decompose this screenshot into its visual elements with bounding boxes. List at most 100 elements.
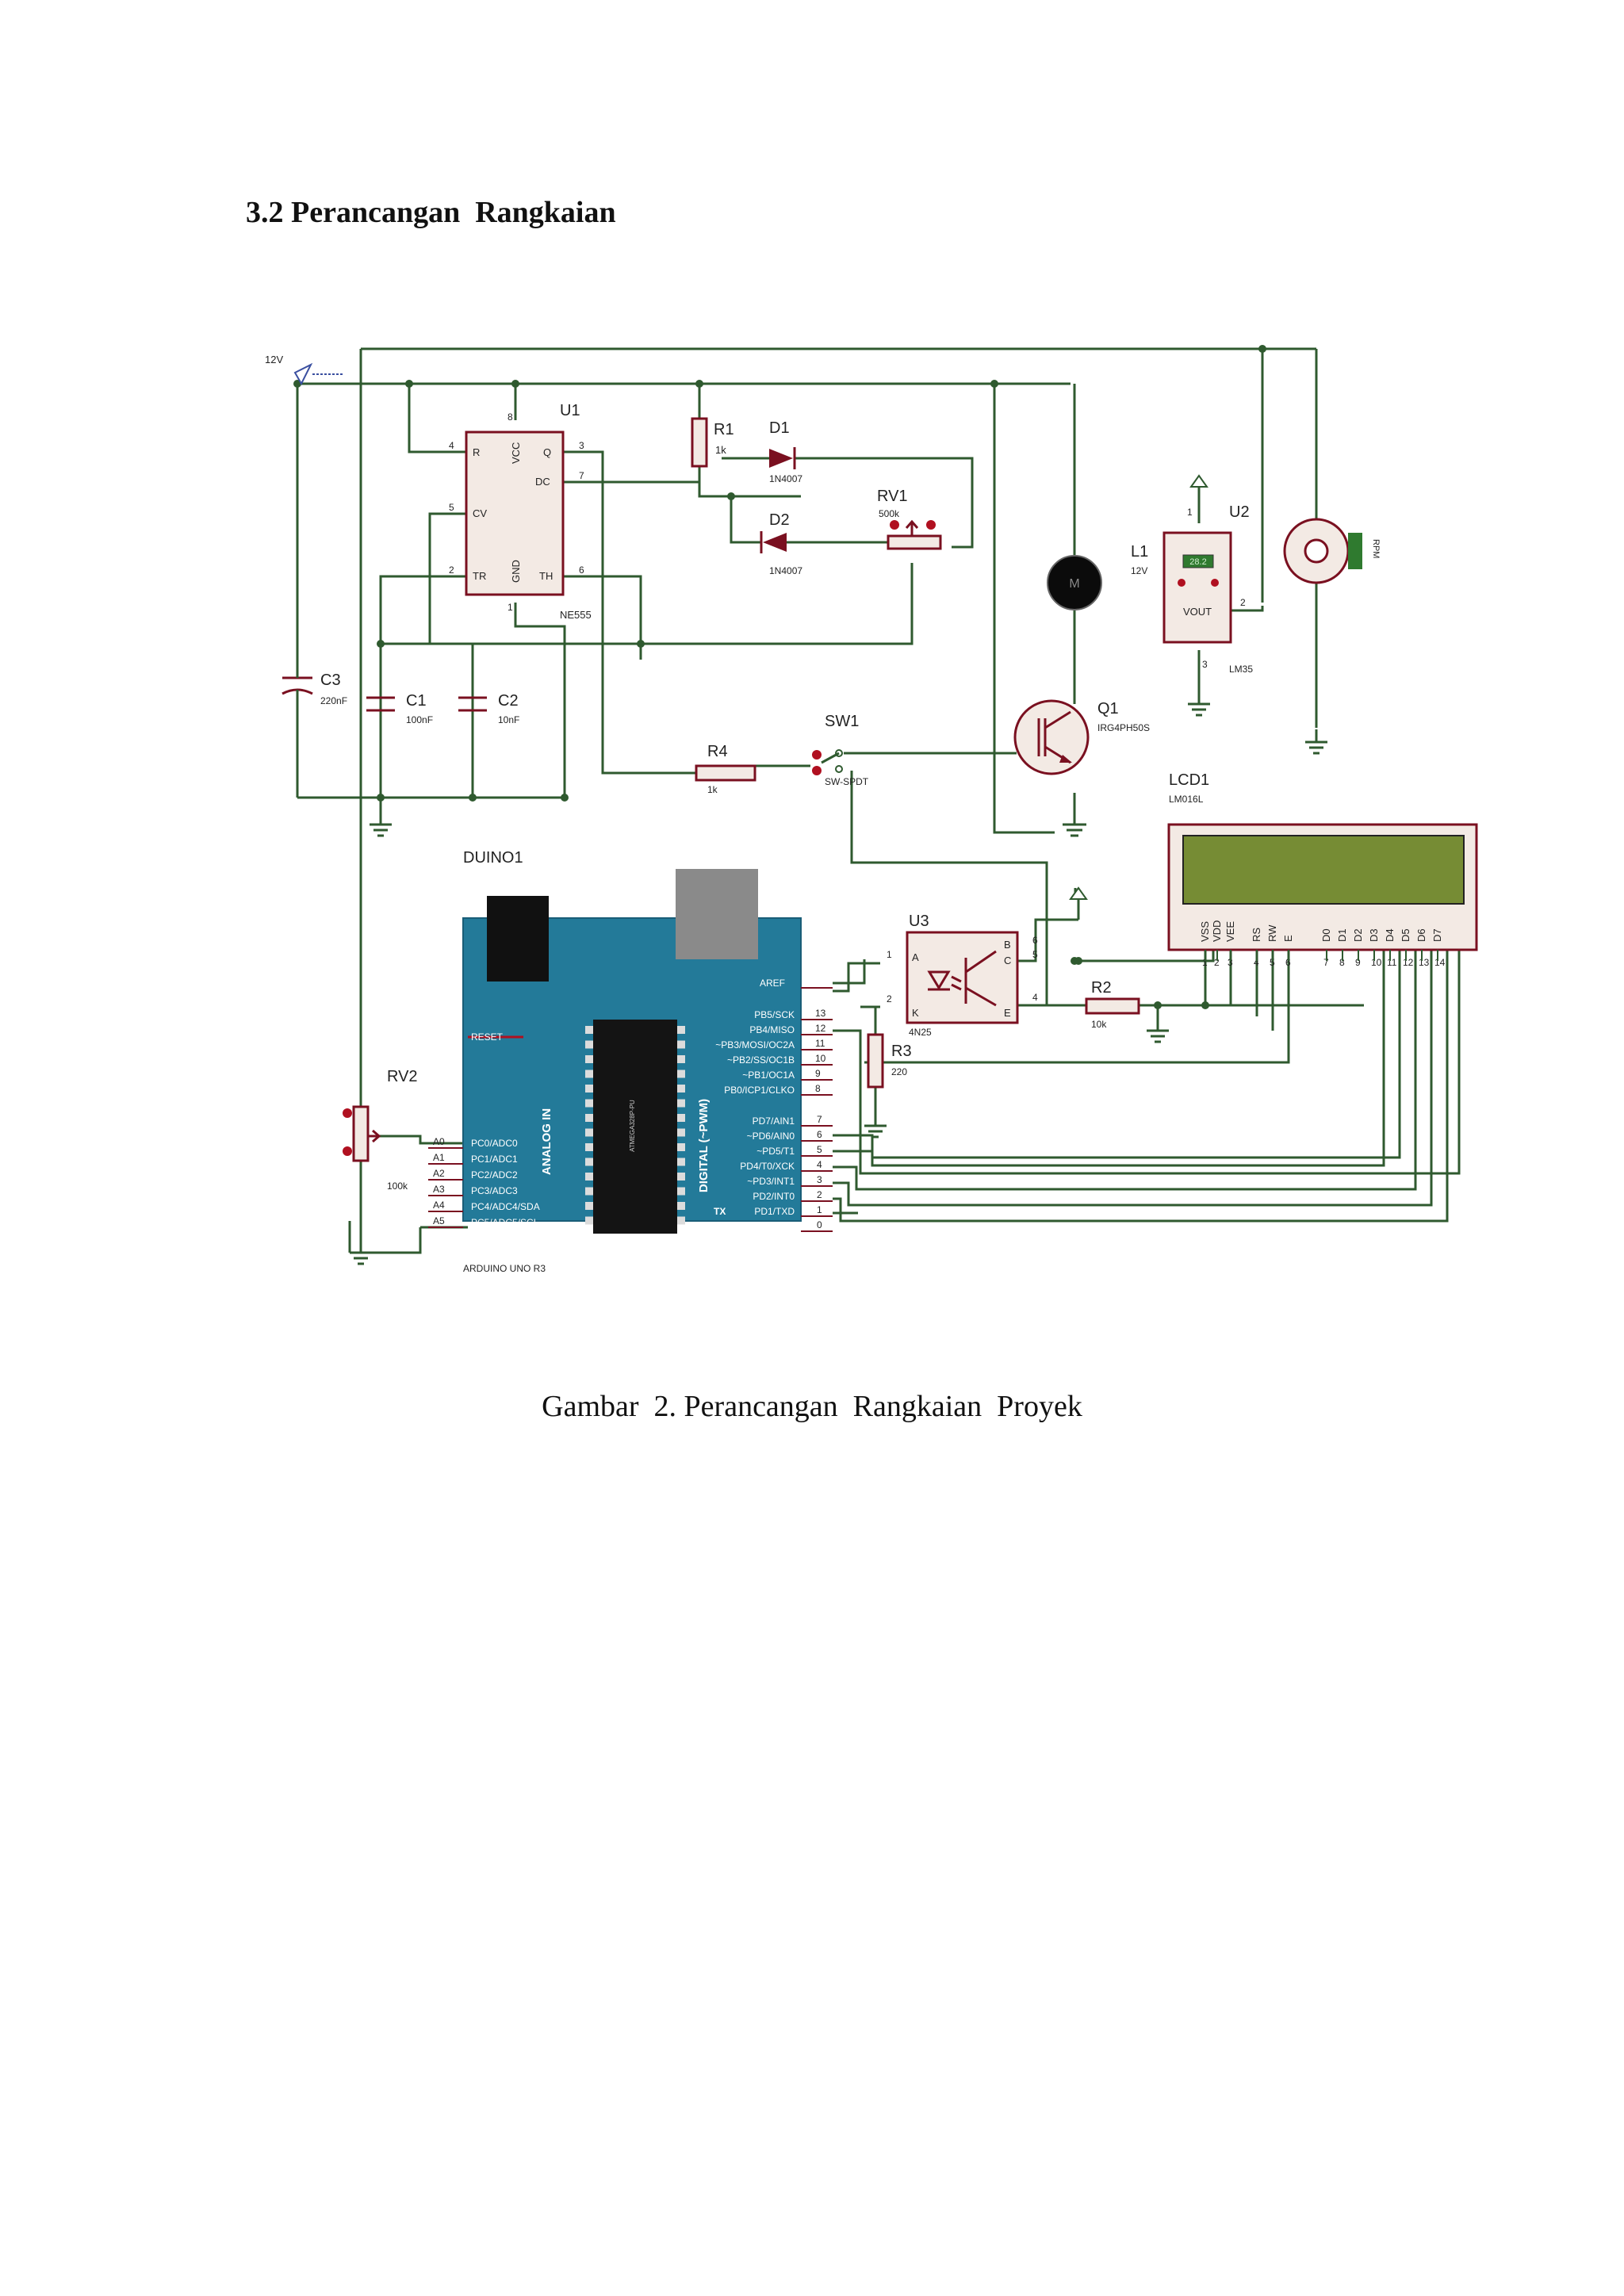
sw1-switch: SW1 SW-SPDT [812,713,869,787]
u1-pin-q: Q [543,446,551,458]
chip-pin [585,1187,593,1196]
r3-ref: R3 [891,1043,912,1060]
chip-pin [677,1040,685,1049]
digital-pin-number: 9 [815,1068,821,1079]
analog-pin-label: A1 [433,1152,445,1163]
chip-pin [585,1099,593,1108]
lcd-pinnum: 1 [1202,957,1208,968]
chip-pin [677,1055,685,1063]
r1-ref: R1 [714,421,734,438]
chip-pin [677,1099,685,1108]
u1-pinnum-r: 4 [449,440,454,451]
digital-pin-name: ~PD6/AIN0 [747,1131,795,1142]
chip-pin [677,1173,685,1181]
rv2-ref: RV2 [387,1068,418,1085]
d1-diode: D1 1N4007 [769,419,802,484]
d2-diode: D2 1N4007 [760,511,802,576]
u2-ref: U2 [1229,503,1250,521]
u1-pin-r: R [473,446,480,458]
rv2-potentiometer: RV2 100k [343,1068,418,1192]
figure-caption: Gambar 2. Perancangan Rangkaian Proyek [542,1390,1082,1423]
d2-part: 1N4007 [769,565,802,576]
rv1-value: 500k [879,508,900,519]
c1-value: 100nF [406,714,433,725]
lcd-pinnum: 10 [1371,957,1382,968]
lcd-pin-d7: D7 [1431,928,1443,942]
arduino-board: ARDUINO UNO R3 [463,1263,546,1274]
ground-symbols [348,702,1327,1265]
u3-pin-k: K [912,1007,919,1019]
lcd-pinnum: 2 [1214,957,1220,968]
u2-vout: VOUT [1183,606,1212,618]
u1-pinnum-dc: 7 [579,470,584,481]
r4-ref: R4 [707,743,728,760]
digital-pin-name: ~PB2/SS/OC1B [727,1054,795,1066]
chip-pin [677,1114,685,1122]
chip-pin [677,1216,685,1225]
digital-pin-name: PD4/T0/XCK [740,1161,795,1172]
u3-pin-e: E [1004,1007,1011,1019]
u1-pinnum-gnd: 1 [508,602,513,613]
u3-optocoupler: U3 A K B C E 1 2 6 5 4 4N25 [887,913,1038,1038]
chip-pins [585,1026,685,1225]
lcd-pinnum: 3 [1228,957,1233,968]
l1-value: 12V [1131,565,1147,576]
digital-pin-name: ~PD3/INT1 [747,1176,795,1187]
c3-value: 220nF [320,695,347,706]
digital-pin-number: 0 [817,1219,822,1230]
c2-ref: C2 [498,692,519,710]
u1-pinnum-q: 3 [579,440,584,451]
digital-pin-name: PD0/RXD [753,1221,795,1232]
tx-label: TX [714,1206,726,1217]
analog-pin-name: PC4/ADC4/SDA [471,1201,540,1212]
chip-pin [585,1070,593,1078]
lcd-pin-rw: RW [1266,924,1278,942]
digital-pin-number: 3 [817,1174,822,1185]
digital-pin-name: ~PD5/T1 [756,1146,795,1157]
lcd-pinnum: 7 [1323,957,1329,968]
rv2-value: 100k [387,1181,408,1192]
u1-pinnum-vcc: 8 [508,411,513,423]
u3-pinnum-k: 2 [887,993,892,1004]
lcd1-display: LCD1 LM016L VSS1VDD2VEE3RS4RW5E6D07D18D2… [1167,771,1478,968]
lcd-pinnum: 13 [1419,957,1430,968]
digital-pin-number: 12 [815,1023,826,1034]
digital-pin-number: 11 [815,1038,825,1049]
u1-pinnum-tr: 2 [449,564,454,576]
digital-pin-number: 10 [815,1053,826,1064]
u1-pin-tr: TR [473,570,486,582]
lcd-pinnum: 4 [1254,957,1259,968]
chip-pin [585,1143,593,1151]
lcd-pinnum: 11 [1387,957,1397,968]
lcd-pinnum: 12 [1403,957,1414,968]
u1-ne555: U1 NE555 R Q DC CV TR TH VCC GND 4 8 3 7… [449,402,592,621]
u1-pinnum-th: 6 [579,564,584,576]
digital-pin-number: 4 [817,1159,822,1170]
digital-pin-number: 7 [817,1114,822,1125]
lcd-pin-d5: D5 [1400,928,1411,942]
digital-pin-name: PB0/ICP1/CLKO [724,1085,795,1096]
l1-ref: L1 [1131,543,1148,561]
digital-title: DIGITAL (~PWM) [697,1099,710,1192]
digital-pin-number: 6 [817,1129,822,1140]
chip-pin [585,1026,593,1034]
analog-pin-label: A5 [433,1215,445,1226]
lcd-pin-e: E [1282,935,1294,942]
c1-capacitor: C1 100nF [366,692,433,725]
aref-label: AREF [760,978,785,989]
lcd-pinnum: 8 [1339,957,1345,968]
lcd-pin-d0: D0 [1320,928,1332,942]
lcd-pinnum: 6 [1285,957,1291,968]
lcd-pin-d1: D1 [1336,928,1348,942]
lcd-pinnum: 14 [1434,957,1446,968]
u2-lm35: 28.2 VOUT U2 LM35 1 2 3 L1 12V [1131,474,1253,675]
q1-part: IRG4PH50S [1097,722,1150,733]
lcd-pin-vee: VEE [1224,921,1236,942]
chip-pin [585,1158,593,1166]
u3-part: 4N25 [909,1027,932,1038]
lcd-pin-d3: D3 [1368,928,1380,942]
d1-part: 1N4007 [769,473,802,484]
chip-pin [677,1187,685,1196]
q1-transistor: Q1 IRG4PH50S [1013,699,1150,775]
